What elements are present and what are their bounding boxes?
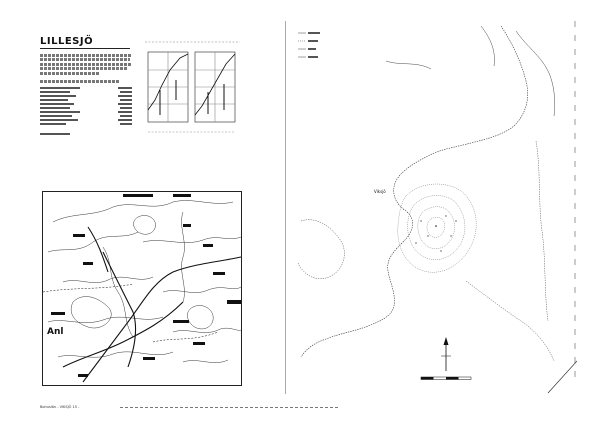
footer-fine-print xyxy=(120,407,340,408)
lake-stats-table xyxy=(40,86,132,136)
sheet-footer: Bohuslän - VIKSJÖ 15 - xyxy=(40,405,80,409)
lake-info-text xyxy=(40,52,132,84)
map-legend xyxy=(298,32,320,58)
depth-soundings xyxy=(415,215,457,252)
lake-map-graphic: Viksjö xyxy=(297,21,578,394)
scale-bar xyxy=(420,376,472,380)
depth-area-chart xyxy=(145,41,240,133)
title-underline xyxy=(40,48,130,49)
north-arrow-icon xyxy=(441,337,451,371)
lake-depth-map: Viksjö xyxy=(285,21,578,394)
location-inset-map: Anl xyxy=(42,191,242,386)
inset-map-graphic: Anl xyxy=(42,194,242,383)
lake-label-west: Viksjö xyxy=(374,189,386,194)
inset-town-label: Anl xyxy=(47,327,63,337)
lake-title: LILLESJÖ xyxy=(40,36,94,47)
lake-shoreline xyxy=(300,25,528,358)
depth-contours xyxy=(397,183,477,273)
